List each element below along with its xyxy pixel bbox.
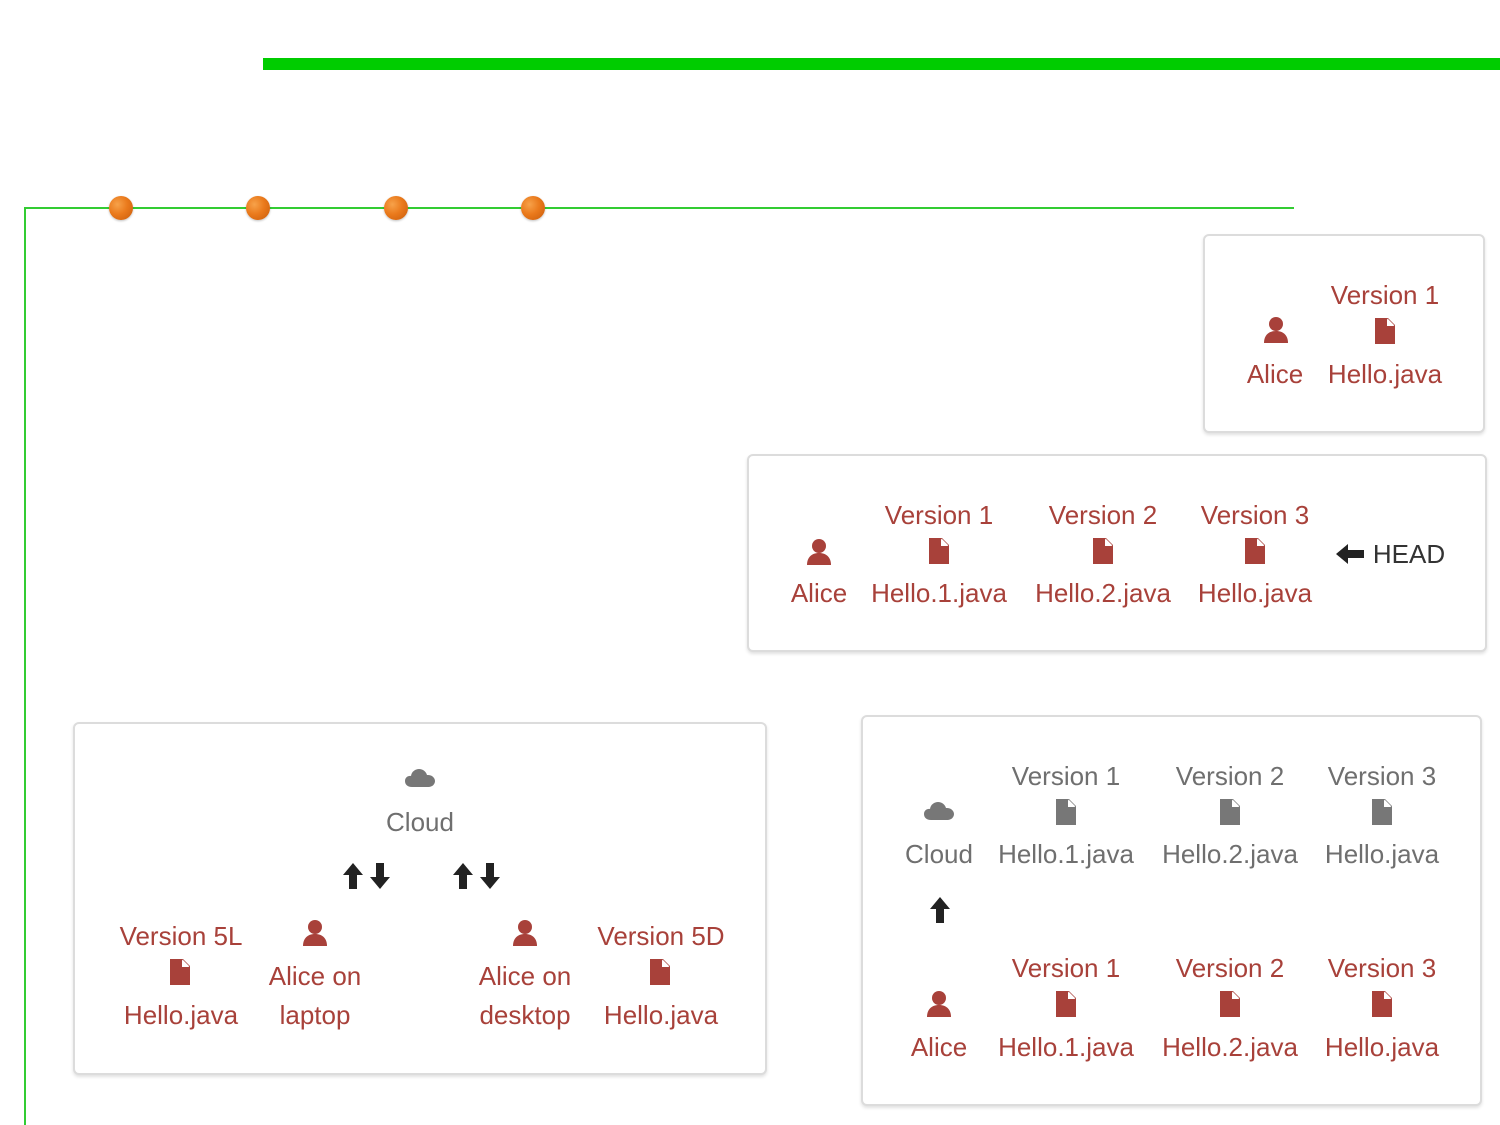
file-icon[interactable] (170, 959, 190, 985)
file-icon[interactable] (650, 959, 670, 985)
timeline-node-1[interactable] (109, 196, 133, 220)
file-icon[interactable] (1375, 318, 1395, 344)
file-icon[interactable] (1056, 991, 1076, 1017)
cloud-file-version-label: Version 3 (1327, 761, 1437, 791)
panel-cloud-sync-devices: Cloud Version 5L Hello.java Alice on lap… (73, 722, 767, 1075)
cloud-file-version-label: Version 1 (1011, 761, 1121, 791)
file-icon[interactable] (929, 538, 949, 564)
local-file-version-label: Version 3 (1327, 953, 1437, 983)
arrow-up-icon (453, 863, 473, 889)
user-icon (301, 919, 329, 947)
file-icon[interactable] (1245, 538, 1265, 564)
user-icon (1262, 316, 1290, 344)
user-label: Alice (1246, 359, 1304, 389)
panel-version-history: Alice Version 1 Hello.1.java Version 2 H… (747, 454, 1487, 652)
file-name-label: Hello.2.java (1035, 578, 1171, 608)
laptop-file-label: Hello.java (123, 1000, 239, 1030)
cloud-label: Cloud (386, 807, 454, 837)
user-icon (925, 990, 953, 1018)
file-version-label: Version 3 (1200, 500, 1310, 530)
laptop-user-label-line1: Alice on (268, 961, 362, 991)
file-icon[interactable] (1056, 799, 1076, 825)
arrow-down-icon (480, 863, 500, 889)
file-name-label: Hello.java (1327, 359, 1443, 389)
cloud-icon (924, 801, 954, 821)
arrow-left-icon (1336, 544, 1364, 564)
panel-cloud-repository: Cloud Version 1 Hello.1.java Version 2 H… (861, 715, 1482, 1106)
local-file-name-label: Hello.java (1324, 1032, 1440, 1062)
desktop-user-label-line2: desktop (479, 1000, 571, 1030)
laptop-user-label-line2: laptop (279, 1000, 351, 1030)
timeline-node-3[interactable] (384, 196, 408, 220)
file-icon[interactable] (1093, 538, 1113, 564)
cloud-file-name-label: Hello.1.java (998, 839, 1134, 869)
user-icon (511, 919, 539, 947)
file-icon[interactable] (1220, 991, 1240, 1017)
head-label: HEAD (1372, 539, 1446, 569)
cloud-label: Cloud (905, 839, 973, 869)
desktop-user-label-line1: Alice on (478, 961, 572, 991)
timeline-node-4[interactable] (521, 196, 545, 220)
file-version-label: Version 1 (884, 500, 994, 530)
cloud-file-version-label: Version 2 (1175, 761, 1285, 791)
file-name-label: Hello.java (1197, 578, 1313, 608)
user-label: Alice (790, 578, 848, 608)
laptop-version-label: Version 5L (119, 921, 243, 951)
local-file-version-label: Version 1 (1011, 953, 1121, 983)
local-file-version-label: Version 2 (1175, 953, 1285, 983)
arrow-up-icon (343, 863, 363, 889)
timeline-node-2[interactable] (246, 196, 270, 220)
local-file-name-label: Hello.1.java (998, 1032, 1134, 1062)
file-version-label: Version 2 (1048, 500, 1158, 530)
desktop-version-label: Version 5D (597, 921, 725, 951)
file-icon[interactable] (1372, 991, 1392, 1017)
panel-single-file: Alice Version 1 Hello.java (1203, 234, 1485, 433)
cloud-file-name-label: Hello.2.java (1162, 839, 1298, 869)
timeline-vertical (24, 207, 26, 1125)
file-version-label: Version 1 (1330, 280, 1440, 310)
cloud-file-name-label: Hello.java (1324, 839, 1440, 869)
local-file-name-label: Hello.2.java (1162, 1032, 1298, 1062)
file-name-label: Hello.1.java (871, 578, 1007, 608)
arrow-up-icon (930, 897, 950, 923)
header-rule (263, 58, 1500, 70)
user-icon (805, 538, 833, 566)
file-icon[interactable] (1220, 799, 1240, 825)
arrow-down-icon (370, 863, 390, 889)
cloud-icon (405, 768, 435, 788)
user-label: Alice (910, 1032, 968, 1062)
timeline-horizontal (24, 207, 1294, 209)
file-icon[interactable] (1372, 799, 1392, 825)
desktop-file-label: Hello.java (603, 1000, 719, 1030)
